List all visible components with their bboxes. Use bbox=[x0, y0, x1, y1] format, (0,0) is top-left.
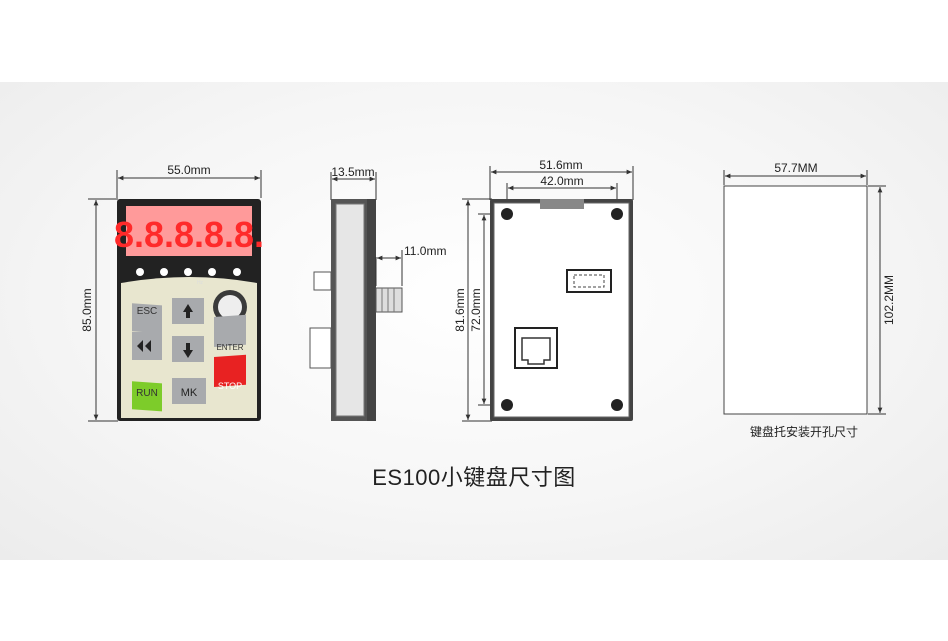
side-knob bbox=[375, 287, 403, 313]
rear-connector-bottom bbox=[309, 327, 332, 369]
enter-key-label: ENTER bbox=[216, 343, 243, 352]
screw-top-left bbox=[501, 208, 513, 220]
front-view: 55.0mm 85.0mm 8.8.8.8.8. Hz ESC bbox=[80, 163, 264, 422]
back-outer-width-label: 51.6mm bbox=[539, 158, 582, 172]
stop-key[interactable] bbox=[214, 354, 246, 388]
side-depth-label: 13.5mm bbox=[331, 165, 374, 179]
down-arrow-icon bbox=[183, 343, 193, 358]
rotary-knob[interactable] bbox=[218, 295, 242, 319]
screw-top-right bbox=[611, 208, 623, 220]
back-hole-height-label: 72.0mm bbox=[469, 288, 483, 331]
cutout-caption: 键盘托安装开孔尺寸 bbox=[749, 425, 858, 439]
front-height-label: 85.0mm bbox=[80, 288, 94, 331]
back-hole-width-label: 42.0mm bbox=[540, 174, 583, 188]
up-arrow-icon bbox=[183, 304, 193, 318]
stop-key-label: STOP bbox=[218, 381, 242, 391]
indicator-led-1 bbox=[136, 268, 144, 276]
display-window bbox=[126, 206, 252, 256]
cutout-width-label: 57.7MM bbox=[774, 161, 817, 175]
rj45-port-icon bbox=[521, 337, 551, 365]
back-top-tab bbox=[540, 199, 584, 209]
front-width-label: 55.0mm bbox=[167, 163, 210, 177]
indicator-led-5 bbox=[233, 268, 241, 276]
run-key-label: RUN bbox=[136, 388, 158, 399]
screw-bottom-left bbox=[501, 399, 513, 411]
side-panel bbox=[335, 203, 365, 417]
rewind-icon bbox=[137, 340, 151, 352]
indicator-label-hz: Hz bbox=[197, 280, 204, 286]
side-front-bezel bbox=[367, 199, 376, 421]
back-panel bbox=[493, 202, 630, 418]
pin-header-pins bbox=[573, 274, 605, 288]
indicator-led-3 bbox=[184, 268, 192, 276]
esc-key[interactable] bbox=[132, 303, 162, 334]
screw-bottom-right bbox=[611, 399, 623, 411]
rear-connector-top bbox=[313, 271, 332, 291]
mk-key[interactable] bbox=[172, 378, 206, 404]
page-title: ES100小键盘尺寸图 bbox=[372, 465, 576, 490]
side-view: 13.5mm 11.0mm bbox=[309, 165, 446, 421]
cutout-view: 57.7MM 102.2MM bbox=[723, 161, 896, 415]
back-outer-height-label: 81.6mm bbox=[453, 288, 467, 331]
cutout-height-label: 102.2MM bbox=[882, 275, 896, 325]
display-digits: 8.8.8.8.8. bbox=[114, 214, 264, 255]
knob-label: 11.0mm bbox=[404, 244, 446, 258]
indicator-led-4 bbox=[208, 268, 216, 276]
esc-key-label: ESC bbox=[137, 306, 158, 317]
back-view: 51.6mm 42.0mm 81.6mm 72.0mm bbox=[453, 158, 634, 422]
run-key[interactable] bbox=[132, 381, 162, 412]
mk-key-label: MK bbox=[181, 387, 198, 399]
indicator-led-2 bbox=[160, 268, 168, 276]
enter-key[interactable] bbox=[214, 314, 246, 348]
cutout-rectangle bbox=[723, 185, 868, 415]
